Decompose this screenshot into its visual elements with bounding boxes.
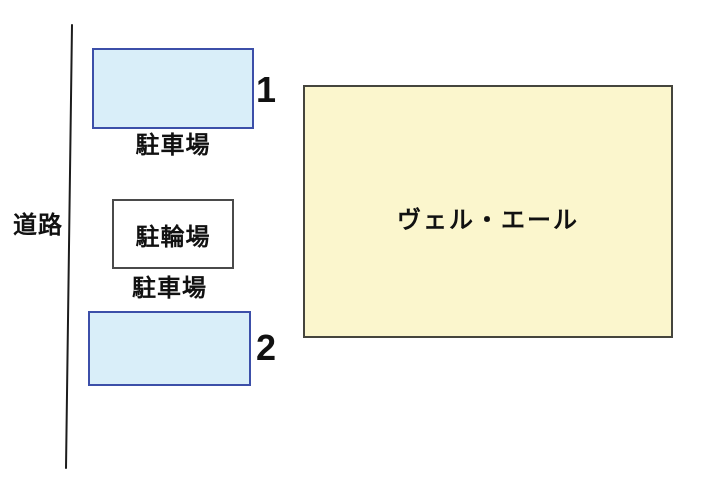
- building-name: ヴェル・エール: [397, 207, 579, 234]
- parking-space-2: [88, 311, 251, 386]
- parking-space-1: [92, 48, 254, 129]
- parking-space-1-number: 1: [256, 69, 277, 110]
- road-label: 道路: [13, 212, 63, 239]
- bicycle-parking-label: 駐輪場: [135, 223, 211, 251]
- parking-label-top: 駐車場: [135, 132, 211, 159]
- parking-label-bottom: 駐車場: [132, 275, 207, 302]
- bicycle-parking-box: 駐輪場: [112, 199, 234, 269]
- parking-space-2-number: 2: [256, 327, 277, 368]
- building: ヴェル・エール: [303, 85, 673, 338]
